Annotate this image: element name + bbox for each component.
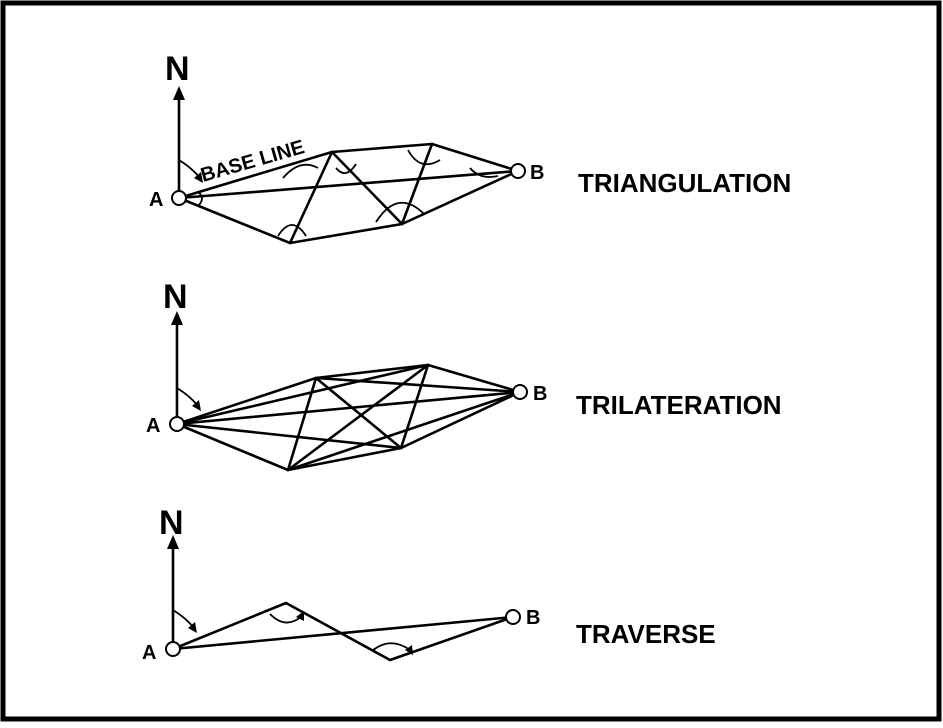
trilateration-line [286,376,318,472]
base-line-label: BASE LINE [198,136,307,187]
north-arrow-head [173,86,185,100]
trilateration-line [175,363,430,426]
station-b-label: B [530,162,544,184]
station-a [169,416,185,432]
station-a [171,190,187,206]
method-label: TRIANGULATION [578,168,791,198]
station-a [165,641,181,657]
trilateration-line-ab [175,390,522,426]
station-b [510,163,526,179]
angle-arc [282,163,319,179]
angle-arc [197,191,203,207]
angle-arc [375,201,425,223]
traverse-line-ab [171,615,515,651]
triangulation-diagonal-ab [177,169,520,200]
angle-arrow-icon [296,611,304,621]
traverse-path [171,601,515,662]
station-b-label: B [526,607,540,629]
trilateration-line [286,390,522,472]
angle-arc [371,642,411,652]
station-a-label: A [149,189,163,211]
north-label: N [159,504,184,542]
station-b [512,384,528,400]
angle-arc [407,149,441,166]
triangulation-brace-1 [288,150,334,245]
trilateration-diagram: N A B TRILATERATION [146,278,782,472]
method-label: TRAVERSE [576,619,716,649]
station-a-label: A [146,415,160,437]
north-arrow-head [167,535,179,549]
angle-arc [277,224,307,237]
triangulation-diagram: N BASE LINE A B TRIANGULATION [149,50,791,245]
angle-arc [335,163,357,174]
azimuth-arc [172,609,195,629]
azimuth-arrow-icon [192,400,201,411]
triangulation-brace-3 [400,142,434,226]
trilateration-line [399,363,430,450]
station-b [505,609,521,625]
trilateration-line [286,363,430,472]
trilateration-line [314,376,522,394]
station-b-label: B [533,383,547,405]
method-label: TRILATERATION [576,390,782,420]
north-arrow-head [171,311,183,325]
triangulation-brace-2 [330,150,404,226]
north-label: N [163,278,188,316]
azimuth-arc [176,387,199,407]
north-label: N [165,50,190,88]
angle-arrow-icon [405,645,413,655]
traverse-diagram: N A B TRAVERSE [142,504,716,664]
trilateration-line [314,376,403,450]
angle-arc [269,613,303,624]
azimuth-arrow-icon [194,172,203,183]
angle-arc [469,167,499,178]
station-a-label: A [142,642,156,664]
azimuth-arc [178,159,201,179]
azimuth-arrow-icon [188,622,197,633]
